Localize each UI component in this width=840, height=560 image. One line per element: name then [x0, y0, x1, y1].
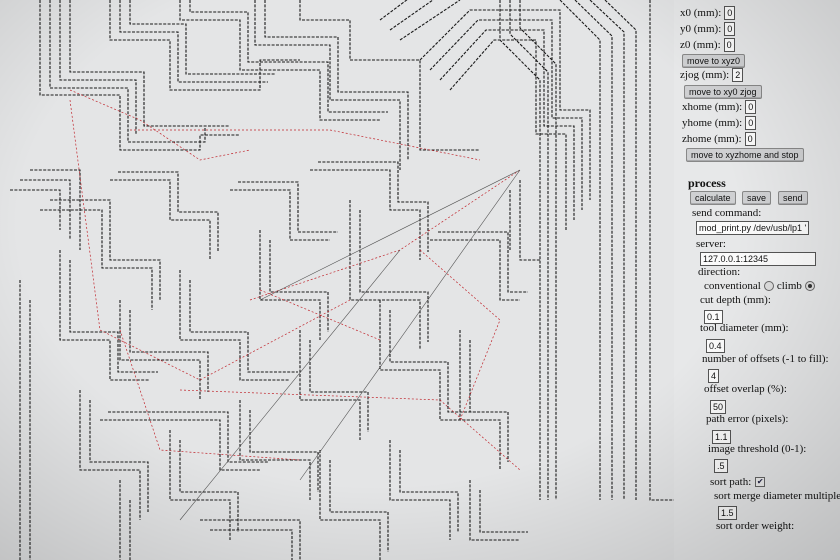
- threshold-label: image threshold (0-1):: [708, 443, 807, 455]
- threshold-row: .5: [714, 459, 728, 473]
- overlap-label: offset overlap (%):: [704, 383, 787, 395]
- x0-input[interactable]: 0: [724, 6, 736, 20]
- toolpath-jog-lines: [179, 169, 521, 521]
- z0-row: z0 (mm):0: [680, 38, 735, 52]
- send-button[interactable]: send: [778, 191, 808, 205]
- tool-diameter-input[interactable]: 0.4: [706, 339, 725, 353]
- process-heading: process: [688, 176, 726, 190]
- toolpath-canvas[interactable]: [0, 0, 706, 560]
- send-command-input[interactable]: mod_print.py /dev/usb/lp1 ': [696, 221, 810, 235]
- direction-row: conventional climb: [704, 280, 818, 292]
- server-label: server:: [696, 238, 726, 250]
- sort-path-checkbox[interactable]: ✔: [755, 477, 766, 488]
- yhome-input[interactable]: 0: [745, 116, 757, 130]
- z0-label: z0 (mm):: [680, 38, 721, 51]
- xhome-label: xhome (mm):: [682, 100, 743, 113]
- yhome-label: yhome (mm):: [682, 116, 743, 129]
- calculate-button[interactable]: calculate: [690, 191, 736, 205]
- move-to-xyzhome-stop-button[interactable]: move to xyzhome and stop: [686, 148, 804, 162]
- overlap-input[interactable]: 50: [710, 400, 727, 414]
- toolpath-traces: [10, 0, 700, 560]
- x0-label: x0 (mm):: [680, 6, 722, 19]
- zjog-label: zjog (mm):: [680, 68, 730, 81]
- z0-input[interactable]: 0: [723, 38, 735, 52]
- cut-depth-label: cut depth (mm):: [700, 294, 771, 306]
- order-weight-label: sort order weight:: [716, 520, 795, 532]
- path-error-label: path error (pixels):: [706, 413, 789, 425]
- merge-input[interactable]: 1.5: [718, 506, 737, 520]
- conventional-radio[interactable]: [763, 281, 774, 292]
- climb-label: climb: [776, 280, 802, 292]
- save-button[interactable]: save: [742, 191, 772, 205]
- y0-label: y0 (mm):: [680, 22, 722, 35]
- tool-diameter-label: tool diameter (mm):: [700, 322, 789, 334]
- offsets-row: 4: [708, 369, 720, 383]
- xhome-input[interactable]: 0: [745, 100, 757, 114]
- conventional-label: conventional: [704, 280, 761, 292]
- zjog-row: zjog (mm):2: [680, 68, 744, 82]
- zhome-row: zhome (mm):0: [682, 132, 756, 146]
- overlap-row: 50: [710, 400, 727, 414]
- yhome-row: yhome (mm):0: [682, 116, 757, 130]
- server-input[interactable]: 127.0.0.1:12345: [700, 252, 816, 266]
- cut-depth-row: 0.1: [704, 310, 723, 324]
- zhome-input[interactable]: 0: [744, 132, 756, 146]
- path-error-row: 1.1: [712, 430, 731, 444]
- tool-diameter-row: 0.4: [706, 339, 725, 353]
- x0-row: x0 (mm):0: [680, 6, 736, 20]
- climb-radio[interactable]: [804, 281, 815, 292]
- y0-row: y0 (mm):0: [680, 22, 736, 36]
- toolpath-moves: [69, 89, 521, 471]
- merge-label: sort merge diameter multiple:: [714, 490, 840, 502]
- move-to-xyz0-button[interactable]: move to xyz0: [682, 54, 746, 68]
- sort-path-label: sort path:: [710, 476, 752, 488]
- send-command-row: mod_print.py /dev/usb/lp1 ': [696, 221, 810, 235]
- offsets-input[interactable]: 4: [708, 369, 720, 383]
- y0-input[interactable]: 0: [724, 22, 736, 36]
- move-to-xy0-zjog-button[interactable]: move to xy0 zjog: [684, 85, 762, 99]
- zhome-label: zhome (mm):: [682, 132, 742, 145]
- send-command-label: send command:: [692, 207, 762, 219]
- sort-path-row: sort path:✔: [710, 476, 766, 488]
- xhome-row: xhome (mm):0: [682, 100, 757, 114]
- cut-depth-input[interactable]: 0.1: [704, 310, 723, 324]
- server-row: 127.0.0.1:12345: [700, 252, 816, 266]
- direction-label: direction:: [698, 266, 741, 278]
- path-error-input[interactable]: 1.1: [712, 430, 731, 444]
- threshold-input[interactable]: .5: [714, 459, 728, 473]
- zjog-input[interactable]: 2: [732, 68, 744, 82]
- settings-panel: x0 (mm):0 y0 (mm):0 z0 (mm):0 move to xy…: [674, 0, 840, 560]
- merge-row: 1.5: [718, 506, 737, 520]
- offsets-label: number of offsets (-1 to fill):: [702, 353, 829, 365]
